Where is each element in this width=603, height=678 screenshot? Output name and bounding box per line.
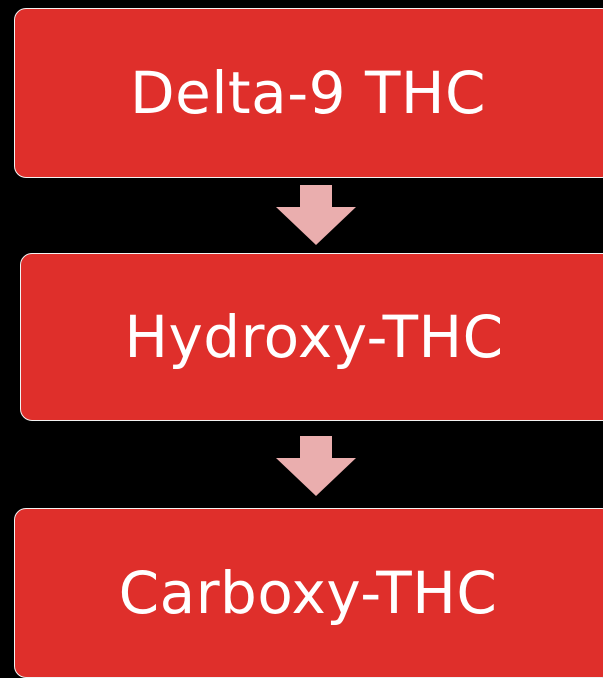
down-arrow-icon [276, 185, 356, 245]
down-arrow-icon [276, 436, 356, 496]
flow-node-label: Hydroxy-THC [124, 303, 504, 371]
flow-node-delta-9-thc: Delta-9 THC [14, 8, 603, 178]
flow-node-label: Delta-9 THC [129, 59, 487, 127]
flow-node-label: Carboxy-THC [118, 559, 498, 627]
flow-node-hydroxy-thc: Hydroxy-THC [20, 253, 603, 421]
flow-node-carboxy-thc: Carboxy-THC [14, 508, 603, 678]
